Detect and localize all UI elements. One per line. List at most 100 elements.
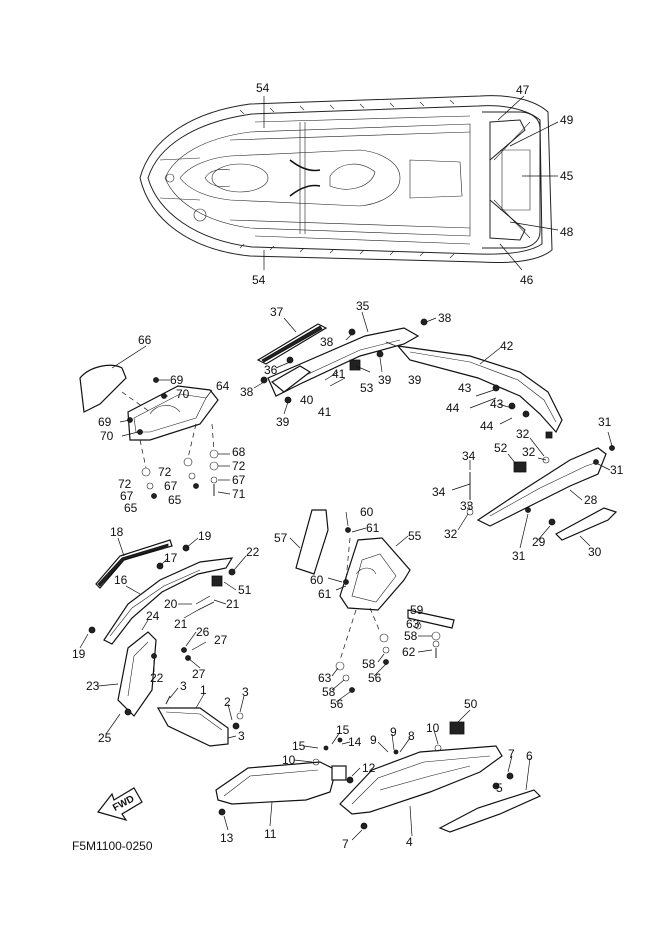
clip-50 — [449, 721, 465, 735]
part-64-66-pad — [79, 364, 219, 499]
callout-63: 63 — [318, 671, 332, 685]
callout-72: 72 — [118, 477, 132, 491]
callout-1: 1 — [200, 683, 207, 697]
callout-32: 32 — [522, 445, 536, 459]
callout-55: 55 — [408, 529, 422, 543]
callout-39: 39 — [378, 373, 392, 387]
callout-39: 39 — [408, 373, 422, 387]
callout-12: 12 — [362, 761, 376, 775]
callout-54: 54 — [252, 273, 266, 287]
callout-69: 69 — [170, 373, 184, 387]
callout-60: 60 — [360, 505, 374, 519]
part-42-rail — [396, 345, 563, 439]
callout-25: 25 — [98, 731, 112, 745]
callout-2: 2 — [224, 695, 231, 709]
callout-61: 61 — [318, 587, 332, 601]
callout-9: 9 — [390, 725, 397, 739]
callout-57: 57 — [274, 531, 288, 545]
callout-16: 16 — [114, 573, 128, 587]
callout-52: 52 — [494, 441, 508, 455]
callout-40: 40 — [300, 393, 314, 407]
callout-50: 50 — [464, 697, 478, 711]
callout-44: 44 — [480, 419, 494, 433]
callout-3: 3 — [180, 679, 187, 693]
callout-14: 14 — [348, 735, 362, 749]
callout-11: 11 — [264, 827, 277, 841]
part-4-6-11-bottom — [215, 721, 542, 833]
callout-58: 58 — [322, 685, 336, 699]
callout-53: 53 — [360, 381, 374, 395]
callout-31: 31 — [512, 549, 526, 563]
callout-8: 8 — [408, 729, 415, 743]
callout-64: 64 — [216, 379, 230, 393]
callout-61: 61 — [366, 521, 380, 535]
callout-28: 28 — [584, 493, 598, 507]
callout-60: 60 — [310, 573, 324, 587]
callout-51: 51 — [238, 583, 252, 597]
callout-58: 58 — [404, 629, 418, 643]
callout-66: 66 — [138, 333, 152, 347]
callout-29: 29 — [532, 535, 546, 549]
callout-69: 69 — [98, 415, 112, 429]
callout-26: 26 — [196, 625, 210, 639]
callout-leaders — [79, 311, 613, 841]
callout-41: 41 — [332, 367, 346, 381]
callout-38: 38 — [240, 385, 254, 399]
callout-72: 72 — [158, 465, 172, 479]
callout-56: 56 — [368, 671, 382, 685]
callout-37: 37 — [270, 305, 284, 319]
callout-15: 15 — [336, 723, 350, 737]
callout-62: 62 — [402, 645, 416, 659]
top-view-leaders — [263, 95, 559, 271]
callout-10: 10 — [282, 753, 296, 767]
callout-48: 48 — [560, 225, 574, 239]
callout-3: 3 — [242, 685, 249, 699]
callout-5: 5 — [496, 781, 503, 795]
callout-9: 9 — [370, 733, 377, 747]
callout-33: 33 — [460, 499, 474, 513]
part-55-57-center — [295, 509, 455, 693]
callout-7: 7 — [508, 747, 515, 761]
callout-67: 67 — [164, 479, 178, 493]
callout-41: 41 — [318, 405, 332, 419]
part-1-23-cover — [117, 631, 244, 747]
callout-71: 71 — [232, 487, 246, 501]
part-28-30-fender — [466, 445, 618, 541]
callout-38: 38 — [438, 311, 452, 325]
callout-35: 35 — [356, 299, 370, 313]
callout-44: 44 — [446, 401, 460, 415]
callout-27: 27 — [214, 633, 228, 647]
callout-32: 32 — [516, 427, 530, 441]
callout-24: 24 — [146, 609, 160, 623]
callout-56: 56 — [330, 697, 344, 711]
callout-42: 42 — [500, 339, 514, 353]
callout-3: 3 — [238, 729, 245, 743]
callout-15: 15 — [292, 739, 306, 753]
callout-31: 31 — [610, 463, 624, 477]
callout-70: 70 — [176, 387, 190, 401]
callout-23: 23 — [86, 679, 100, 693]
callout-70: 70 — [100, 429, 114, 443]
callout-65: 65 — [168, 493, 182, 507]
callout-31: 31 — [598, 415, 612, 429]
callout-72: 72 — [232, 459, 246, 473]
callout-34: 34 — [462, 449, 476, 463]
callout-17: 17 — [164, 551, 178, 565]
diagram-code: F5M1100-0250 — [72, 839, 153, 853]
callout-22: 22 — [246, 545, 260, 559]
callout-59: 59 — [410, 603, 424, 617]
callout-22: 22 — [150, 671, 164, 685]
clip-53 — [349, 359, 361, 371]
callout-labels: 54 47 49 45 48 54 46 37 35 38 38 36 38 3… — [72, 81, 624, 851]
callout-19: 19 — [72, 647, 86, 661]
callout-63: 63 — [406, 617, 420, 631]
callout-27: 27 — [192, 667, 206, 681]
callout-43: 43 — [458, 381, 472, 395]
callout-67: 67 — [232, 473, 246, 487]
callout-38: 38 — [320, 335, 334, 349]
callout-13: 13 — [220, 831, 234, 845]
callout-10: 10 — [426, 721, 440, 735]
callout-30: 30 — [588, 545, 602, 559]
